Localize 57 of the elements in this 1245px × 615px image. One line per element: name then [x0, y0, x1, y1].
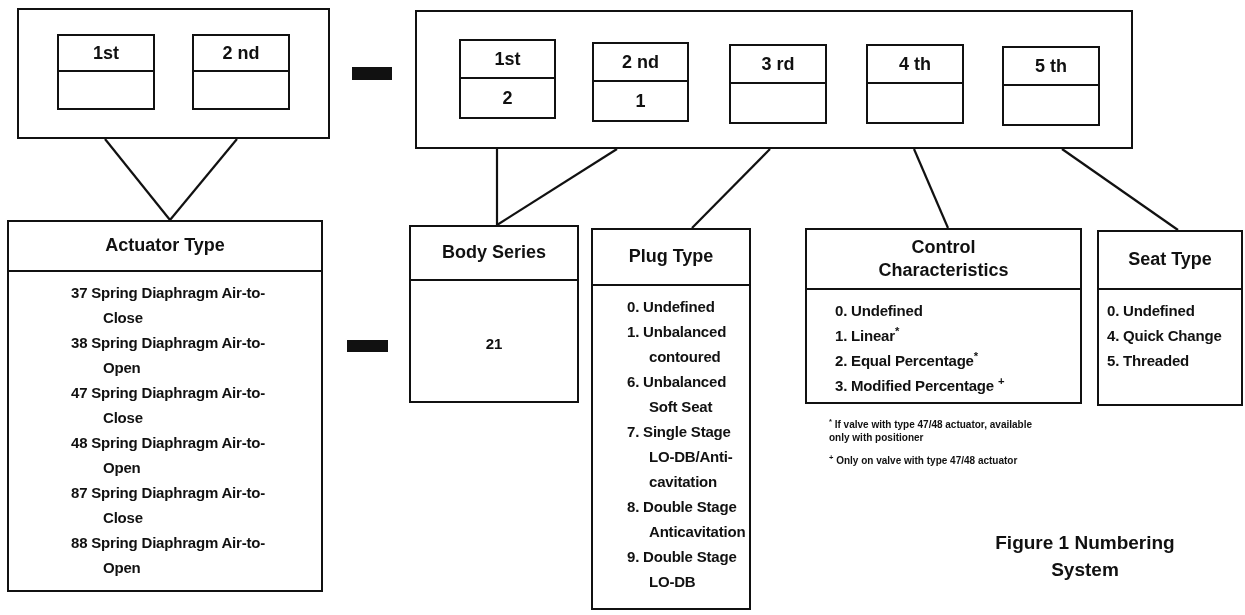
table-heading: Seat Type: [1128, 248, 1212, 272]
slot-label: 1st: [93, 42, 119, 64]
connector-line: [169, 138, 238, 221]
connector-line: [104, 138, 171, 221]
table-heading: Body Series: [441, 241, 546, 265]
list-item: 1. Linear$^{*}$: [835, 324, 901, 346]
list-item: 88 Spring Diaphragm Air-to-Open: [71, 533, 267, 578]
digit-group-box: [415, 10, 1133, 149]
connector-line: [495, 149, 499, 225]
list-item: 4. Quick Change: [1107, 326, 1223, 346]
list-item: 5. Threaded: [1107, 351, 1190, 371]
option-table-box: [409, 225, 579, 403]
connector-line: [1061, 148, 1179, 231]
connector-line: [913, 148, 949, 229]
slot-label: 2 nd: [222, 42, 260, 64]
list-item: 48 Spring Diaphragm Air-to-Open: [71, 433, 267, 478]
list-item: 6. Unbalanced Soft Seat: [627, 372, 728, 417]
list-item: 9. Double Stage LO-DB: [627, 547, 738, 592]
slot-label: 3 rd: [761, 53, 795, 75]
list-item: 37 Spring Diaphragm Air-to-Close: [71, 283, 267, 328]
figure-caption: Figure 1 Numbering System: [994, 531, 1176, 582]
connector-line: [496, 148, 618, 226]
slot-value: 2: [502, 87, 513, 109]
table-heading: Actuator Type: [105, 234, 225, 258]
footnote: $^{*}$ If valve with type 47/48 actuator, available only with positioner: [829, 418, 1033, 444]
digit-slot-box: [729, 44, 827, 124]
list-item: 1. Unbalanced contoured: [627, 322, 728, 367]
option-table-box: [591, 228, 751, 610]
digit-slot-box: [866, 44, 964, 124]
slot-label: 2 nd: [622, 51, 659, 73]
option-table-box: [1097, 230, 1243, 406]
list-item: 0. Undefined: [1107, 301, 1196, 321]
list-item: 7. Single Stage LO-DB/Anti-cavitation: [627, 422, 734, 492]
list-item: 47 Spring Diaphragm Air-to-Close: [71, 383, 267, 428]
list-item: 2. Equal Percentage$^{*}$: [835, 349, 979, 371]
slot-label: 4 th: [899, 53, 931, 75]
option-table-box: [7, 220, 323, 592]
list-item: 0. Undefined: [627, 297, 716, 317]
digit-group-box: [17, 8, 330, 139]
connector-line: [691, 148, 771, 229]
list-item: 87 Spring Diaphragm Air-to-Close: [71, 483, 267, 528]
digit-slot-box: [592, 42, 689, 122]
list-item: 0. Undefined: [835, 301, 924, 321]
digit-slot-box: [192, 34, 290, 110]
list-item: 8. Double Stage Anticavitation: [627, 497, 745, 542]
digit-slot-box: [57, 34, 155, 110]
digit-slot-box: [1002, 46, 1100, 126]
table-heading: Plug Type: [628, 245, 714, 269]
footnote: $^{+}$ Only on valve with type 47/48 actuator: [829, 454, 1019, 467]
value-text: 21: [485, 333, 503, 354]
slot-label: 5 th: [1035, 55, 1067, 77]
slot-label: 1st: [494, 48, 521, 70]
digit-slot-box: [459, 39, 556, 119]
table-heading: Control Characteristics: [877, 235, 1010, 282]
list-item: 38 Spring Diaphragm Air-to-Open: [71, 333, 267, 378]
list-item: 3. Modified Percentage $^{+}$: [835, 374, 1006, 396]
slot-value: 1: [635, 90, 646, 112]
